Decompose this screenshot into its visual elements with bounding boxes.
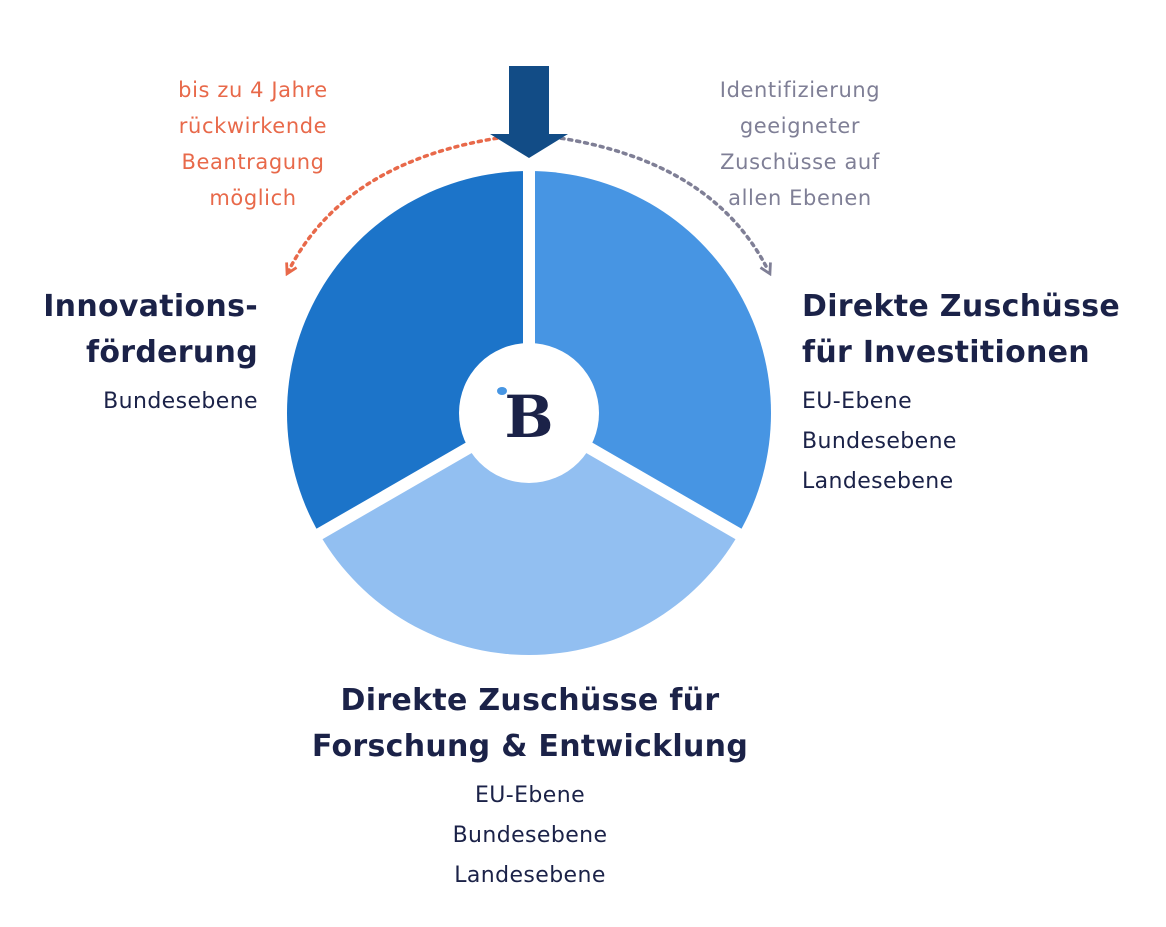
logo-letter: B — [504, 383, 553, 451]
b-logo-icon: B — [497, 383, 554, 451]
annotation-line: Beantragung — [181, 150, 325, 174]
level-item: Landesebene — [454, 863, 606, 888]
retroactive-annotation: bis zu 4 Jahre rückwirkende Beantragung … — [148, 72, 358, 216]
identification-curve-arrow — [551, 135, 768, 270]
innovation-heading: Innovations- förderung — [0, 284, 258, 376]
research-heading: Direkte Zuschüsse für Forschung & Entwic… — [230, 678, 830, 770]
heading-line: Direkte Zuschüsse — [802, 289, 1121, 324]
annotation-line: Zuschüsse auf — [720, 150, 880, 174]
arrow-down-icon — [490, 66, 568, 158]
logo-dot — [497, 387, 507, 395]
annotation-line: Identifizierung — [719, 78, 881, 102]
annotation-line: rückwirkende — [178, 114, 328, 138]
heading-line: Innovations- — [43, 289, 258, 324]
annotation-line: allen Ebenen — [728, 186, 872, 210]
annotation-line: möglich — [209, 186, 297, 210]
investments-label: Direkte Zuschüsse für Investitionen EU-E… — [802, 284, 1152, 502]
heading-line: Direkte Zuschüsse für — [340, 683, 720, 718]
innovation-levels: Bundesebene — [0, 382, 258, 422]
level-item: Bundesebene — [802, 429, 957, 454]
heading-line: für Investitionen — [802, 335, 1090, 370]
heading-line: förderung — [86, 335, 258, 370]
identification-annotation: Identifizierung geeigneter Zuschüsse auf… — [690, 72, 910, 216]
research-label: Direkte Zuschüsse für Forschung & Entwic… — [230, 678, 830, 896]
level-item: EU-Ebene — [802, 389, 913, 414]
research-levels: EU-Ebene Bundesebene Landesebene — [230, 776, 830, 896]
heading-line: Forschung & Entwicklung — [311, 729, 749, 764]
annotation-line: bis zu 4 Jahre — [178, 78, 328, 102]
level-item: Bundesebene — [103, 389, 258, 414]
level-item: Bundesebene — [452, 823, 608, 848]
annotation-line: geeigneter — [739, 114, 861, 138]
retroactive-curve-arrow — [289, 135, 507, 270]
level-item: Landesebene — [802, 469, 954, 494]
level-item: EU-Ebene — [474, 783, 586, 808]
logo-circle — [459, 343, 599, 483]
investments-heading: Direkte Zuschüsse für Investitionen — [802, 284, 1152, 376]
innovation-label: Innovations- förderung Bundesebene — [0, 284, 258, 422]
investments-levels: EU-Ebene Bundesebene Landesebene — [802, 382, 1152, 502]
